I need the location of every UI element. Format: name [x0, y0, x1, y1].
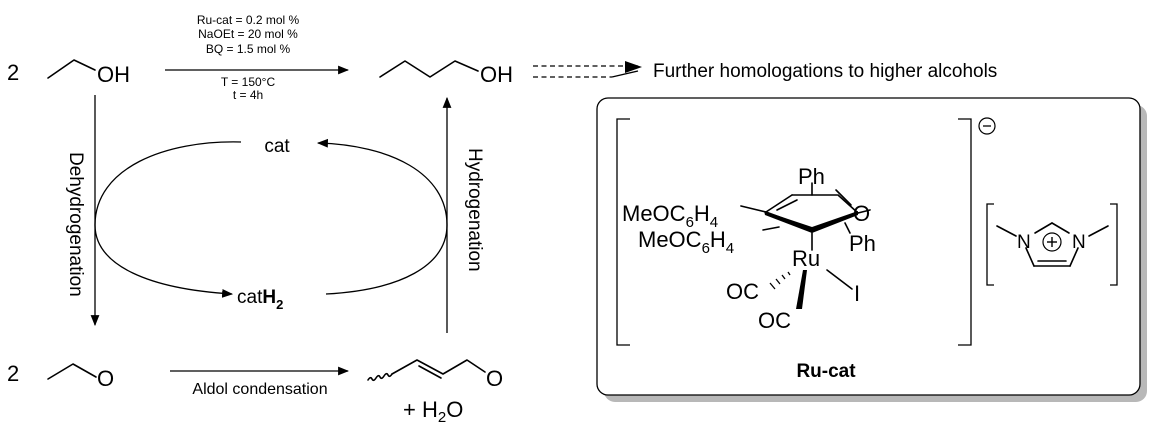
- coefficient-bottom: 2: [7, 361, 19, 386]
- further-homologations-text: Further homologations to higher alcohols: [653, 61, 997, 82]
- phenyl-right-label: Ph: [849, 231, 876, 256]
- cat-label: cat: [264, 136, 290, 157]
- acetaldehyde-o-label: O: [97, 366, 114, 391]
- crotonaldehyde-o-label: O: [486, 366, 503, 391]
- water-byproduct: + H2O: [403, 397, 463, 423]
- complex-bracket-left: [616, 118, 630, 346]
- crotonaldehyde-skeleton: [391, 359, 486, 375]
- acetaldehyde-skeleton: [47, 363, 97, 380]
- aldol-condensation-label: Aldol condensation: [192, 381, 327, 398]
- condition-ru-cat: Ru-cat = 0.2 mol %: [197, 13, 300, 27]
- phenyl-top-label: Ph: [798, 164, 825, 189]
- catalyst-box: [596, 97, 1141, 396]
- cycle-arc-upper-left: [94, 141, 242, 226]
- butanol-skeleton: [379, 60, 479, 78]
- condition-naoet: NaOEt = 20 mol %: [198, 27, 298, 41]
- ketone-o-label: O: [853, 201, 870, 226]
- ruthenium-ligand-bonds: [769, 269, 853, 309]
- cyclopentadienone-ring: [740, 182, 871, 251]
- complex-bracket-right: [958, 118, 972, 346]
- dashed-homologation-arrows: [533, 61, 642, 78]
- cycle-arc-lower-left: [94, 224, 234, 298]
- ruthenium-label: Ru: [792, 246, 820, 271]
- crotonaldehyde-wavy-bond: [367, 372, 393, 382]
- condition-bq: BQ = 1.5 mol %: [206, 42, 291, 56]
- cat-h2-label: catH2: [237, 287, 283, 312]
- cation-bracket-right: [1110, 203, 1118, 286]
- methoxyphenyl-lower-label: MeOC6H4: [638, 227, 734, 257]
- reaction-conditions: Ru-cat = 0.2 mol % NaOEt = 20 mol % BQ =…: [197, 13, 300, 102]
- carbonyl-lower-label: OC: [758, 308, 791, 333]
- crotonaldehyde-double-bond: [418, 365, 442, 379]
- cycle-arc-upper-right: [316, 138, 448, 226]
- imidazolium-n2-label: N: [1072, 232, 1086, 253]
- imidazolium-ring: [996, 222, 1109, 267]
- ethanol-oh-label: OH: [97, 62, 130, 87]
- cation-bracket-left: [986, 203, 994, 286]
- imidazolium-n1-label: N: [1017, 232, 1031, 253]
- butanol-oh-label: OH: [480, 62, 513, 87]
- cycle-arc-lower-right: [325, 224, 448, 295]
- hydrogenation-label: Hydrogenation: [464, 148, 485, 272]
- catalyst-name-label: Ru-cat: [796, 361, 856, 382]
- coefficient-top: 2: [7, 60, 19, 85]
- methoxyphenyl-upper-label: MeOC6H4: [622, 201, 718, 231]
- dehydrogenation-label: Dehydrogenation: [65, 152, 86, 297]
- carbonyl-upper-label: OC: [726, 279, 759, 304]
- condition-time: t = 4h: [233, 88, 263, 102]
- condition-temperature: T = 150°C: [221, 75, 276, 89]
- ethanol-skeleton: [47, 59, 96, 79]
- iodide-label: I: [854, 281, 860, 306]
